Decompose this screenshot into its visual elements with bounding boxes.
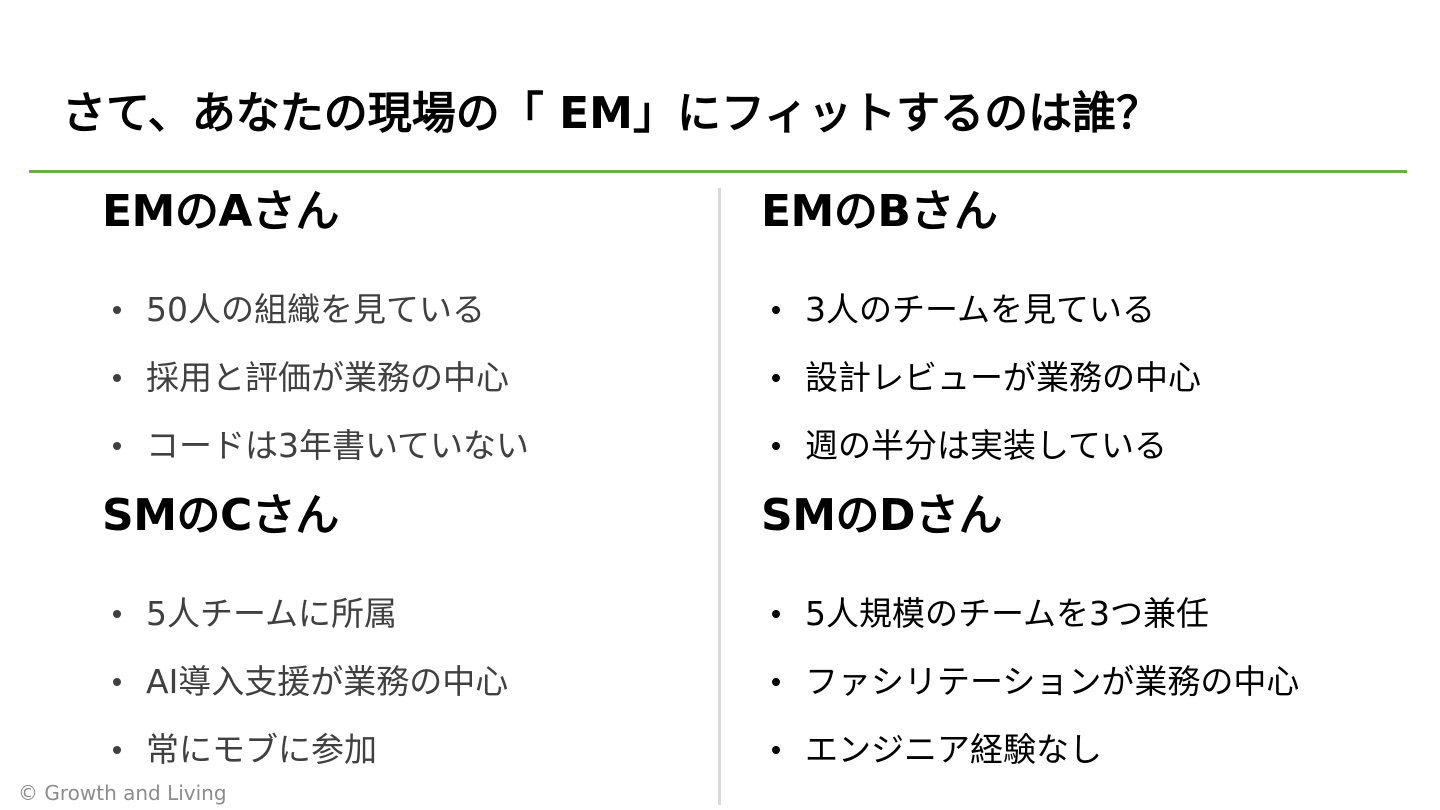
bullet-dot-icon xyxy=(772,678,780,686)
bullet-item: 常にモブに参加 xyxy=(102,732,508,800)
column-divider xyxy=(718,188,721,805)
bullet-text: 5人規模のチームを3つ兼任 xyxy=(805,594,1210,633)
section-heading: SMのCさん xyxy=(102,490,339,541)
bullet-list: 5人規模のチームを3つ兼任 ファシリテーションが業務の中心 エンジニア経験なし xyxy=(761,596,1299,800)
bullet-text: 設計レビューが業務の中心 xyxy=(805,358,1201,397)
section-heading: EMのAさん xyxy=(102,186,339,237)
bullet-list: 3人のチームを見ている 設計レビューが業務の中心 週の半分は実装している xyxy=(761,292,1201,496)
bullet-item: エンジニア経験なし xyxy=(761,732,1299,800)
section-sm-d: SMのDさん 5人規模のチームを3つ兼任 ファシリテーションが業務の中心 エンジ… xyxy=(761,488,1299,800)
copyright-footer: © Growth and Living xyxy=(18,781,227,805)
bullet-dot-icon xyxy=(772,442,780,450)
bullet-item: 3人のチームを見ている xyxy=(761,292,1201,360)
bullet-dot-icon xyxy=(113,678,121,686)
bullet-dot-icon xyxy=(113,442,121,450)
bullet-dot-icon xyxy=(113,746,121,754)
bullet-text: ファシリテーションが業務の中心 xyxy=(805,662,1300,701)
bullet-dot-icon xyxy=(772,610,780,618)
bullet-item: ファシリテーションが業務の中心 xyxy=(761,664,1299,732)
slide-title: さて、あなたの現場の「 EM」にフィットするのは誰？ xyxy=(62,88,1161,139)
section-heading: EMのBさん xyxy=(761,186,998,237)
bullet-item: 50人の組織を見ている xyxy=(102,292,529,360)
bullet-list: 50人の組織を見ている 採用と評価が業務の中心 コードは3年書いていない xyxy=(102,292,529,496)
bullet-text: 50人の組織を見ている xyxy=(146,290,485,329)
bullet-text: 5人チームに所属 xyxy=(146,594,398,633)
bullet-dot-icon xyxy=(113,374,121,382)
bullet-list: 5人チームに所属 AI導入支援が業務の中心 常にモブに参加 xyxy=(102,596,508,800)
section-em-b: EMのBさん 3人のチームを見ている 設計レビューが業務の中心 週の半分は実装し… xyxy=(761,184,1201,496)
bullet-text: 週の半分は実装している xyxy=(805,426,1168,465)
bullet-dot-icon xyxy=(772,306,780,314)
bullet-dot-icon xyxy=(772,374,780,382)
bullet-text: 常にモブに参加 xyxy=(146,730,377,769)
section-heading: SMのDさん xyxy=(761,490,1003,541)
section-em-a: EMのAさん 50人の組織を見ている 採用と評価が業務の中心 コードは3年書いて… xyxy=(102,184,529,496)
title-underline xyxy=(29,170,1407,173)
bullet-text: 3人のチームを見ている xyxy=(805,290,1156,329)
bullet-item: AI導入支援が業務の中心 xyxy=(102,664,508,732)
bullet-item: 5人規模のチームを3つ兼任 xyxy=(761,596,1299,664)
section-sm-c: SMのCさん 5人チームに所属 AI導入支援が業務の中心 常にモブに参加 xyxy=(102,488,508,800)
bullet-text: コードは3年書いていない xyxy=(146,426,530,465)
bullet-text: 採用と評価が業務の中心 xyxy=(146,358,509,397)
bullet-dot-icon xyxy=(113,306,121,314)
bullet-item: コードは3年書いていない xyxy=(102,428,529,496)
bullet-text: エンジニア経験なし xyxy=(805,730,1102,769)
bullet-item: 週の半分は実装している xyxy=(761,428,1201,496)
bullet-item: 5人チームに所属 xyxy=(102,596,508,664)
bullet-text: AI導入支援が業務の中心 xyxy=(146,662,509,701)
bullet-item: 採用と評価が業務の中心 xyxy=(102,360,529,428)
bullet-dot-icon xyxy=(113,610,121,618)
bullet-item: 設計レビューが業務の中心 xyxy=(761,360,1201,428)
bullet-dot-icon xyxy=(772,746,780,754)
